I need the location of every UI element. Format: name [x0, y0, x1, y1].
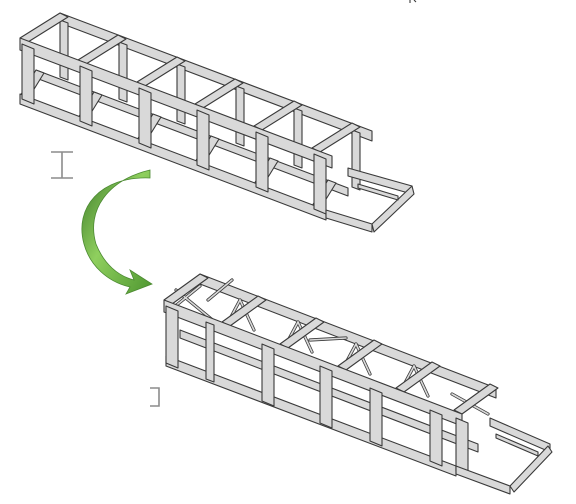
bottom-front-chord	[19, 93, 327, 221]
original-frame	[19, 0, 417, 233]
top-cross-beams	[19, 12, 361, 153]
front-posts	[21, 43, 327, 215]
stray-mark	[409, 0, 417, 3]
modified-frame	[163, 273, 553, 495]
braced-extension-tray	[455, 417, 553, 495]
transform-arrow-icon	[81, 169, 153, 295]
i-beam-section-icon	[51, 151, 73, 179]
channel-section-icon	[150, 387, 160, 407]
extension-tray	[325, 167, 415, 233]
top-front-chord	[19, 37, 333, 169]
braced-top-cross-beams	[163, 273, 499, 415]
braced-front-posts	[165, 305, 469, 477]
